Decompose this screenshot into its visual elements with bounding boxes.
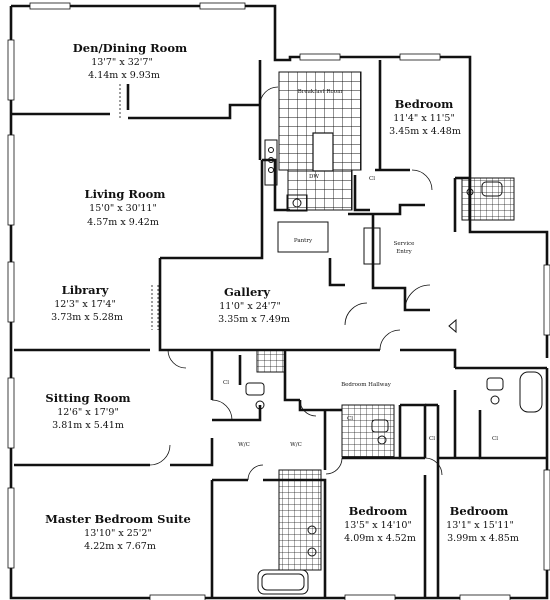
- bedroom-s2-dim-imperial: 13'1" x 15'11": [446, 520, 514, 531]
- service-entry-label-2: Entry: [396, 249, 412, 255]
- library-dim-imperial: 12'3" x 17'4": [54, 299, 116, 310]
- pantry-label: Pantry: [294, 238, 313, 244]
- living-dim-metric: 4.57m x 9.42m: [87, 217, 159, 228]
- gallery-name: Gallery: [224, 285, 270, 299]
- room-labels: Den/Dining Room 13'7" x 32'7" 4.14m x 9.…: [45, 41, 519, 552]
- den-dining-name: Den/Dining Room: [73, 41, 187, 55]
- bedroom-ne-name: Bedroom: [395, 97, 454, 111]
- bedroom-hallway-label: Bedroom Hallway: [341, 382, 392, 388]
- breakfast-room-label: Breakfast Room: [298, 89, 343, 95]
- interior-walls: [11, 60, 547, 598]
- bedroom-s1-name: Bedroom: [349, 504, 408, 518]
- tiled-floors: [256, 71, 515, 571]
- bedroom-s2-dim-metric: 3.99m x 4.85m: [447, 533, 519, 544]
- wic-label-1: W/C: [238, 442, 250, 448]
- den-dining-dim-imperial: 13'7" x 32'7": [91, 57, 153, 68]
- service-entry-label-1: Service: [394, 241, 415, 247]
- dishwasher-label: DW: [309, 174, 319, 180]
- bedroom-bath-tile: [341, 404, 395, 458]
- sitting-dim-metric: 3.81m x 5.41m: [52, 420, 124, 431]
- master-dim-metric: 4.22m x 7.67m: [84, 541, 156, 552]
- closet-label-4: Cl: [492, 436, 498, 442]
- wic-label-2: W/C: [290, 442, 302, 448]
- living-name: Living Room: [85, 187, 166, 201]
- hall-bath-tile: [256, 349, 286, 373]
- gallery-dim-metric: 3.35m x 7.49m: [218, 314, 290, 325]
- small-labels: Breakfast Room Pantry Service Entry Bedr…: [223, 89, 498, 448]
- bedroom-s2-name: Bedroom: [450, 504, 509, 518]
- kitchen-tile-lower: [287, 169, 353, 211]
- living-dim-imperial: 15'0" x 30'11": [89, 203, 157, 214]
- sitting-dim-imperial: 12'6" x 17'9": [57, 407, 119, 418]
- bedroom-ne-dim-metric: 3.45m x 4.48m: [389, 126, 461, 137]
- sitting-name: Sitting Room: [45, 391, 130, 405]
- kitchen-island: [312, 132, 334, 172]
- entry-arrow-icon: [448, 318, 457, 334]
- bedroom-s1-dim-metric: 4.09m x 4.52m: [344, 533, 416, 544]
- doors: [149, 86, 443, 481]
- master-bath-tile: [278, 469, 322, 571]
- master-name: Master Bedroom Suite: [45, 512, 191, 526]
- closet-label-5: Cl: [369, 176, 375, 182]
- bedroom-ne-dim-imperial: 11'4" x 11'5": [393, 113, 455, 124]
- master-dim-imperial: 13'10" x 25'2": [84, 528, 152, 539]
- closet-label-1: Cl: [223, 380, 229, 386]
- closet-label-2: Cl: [347, 416, 353, 422]
- fixtures: [7, 2, 550, 600]
- library-dim-metric: 3.73m x 5.28m: [51, 312, 123, 323]
- bedroom-s1-dim-imperial: 13'5" x 14'10": [344, 520, 412, 531]
- gallery-dim-imperial: 11'0" x 24'7": [219, 301, 281, 312]
- library-name: Library: [62, 283, 109, 297]
- closet-label-3: Cl: [429, 436, 435, 442]
- den-dining-dim-metric: 4.14m x 9.93m: [88, 70, 160, 81]
